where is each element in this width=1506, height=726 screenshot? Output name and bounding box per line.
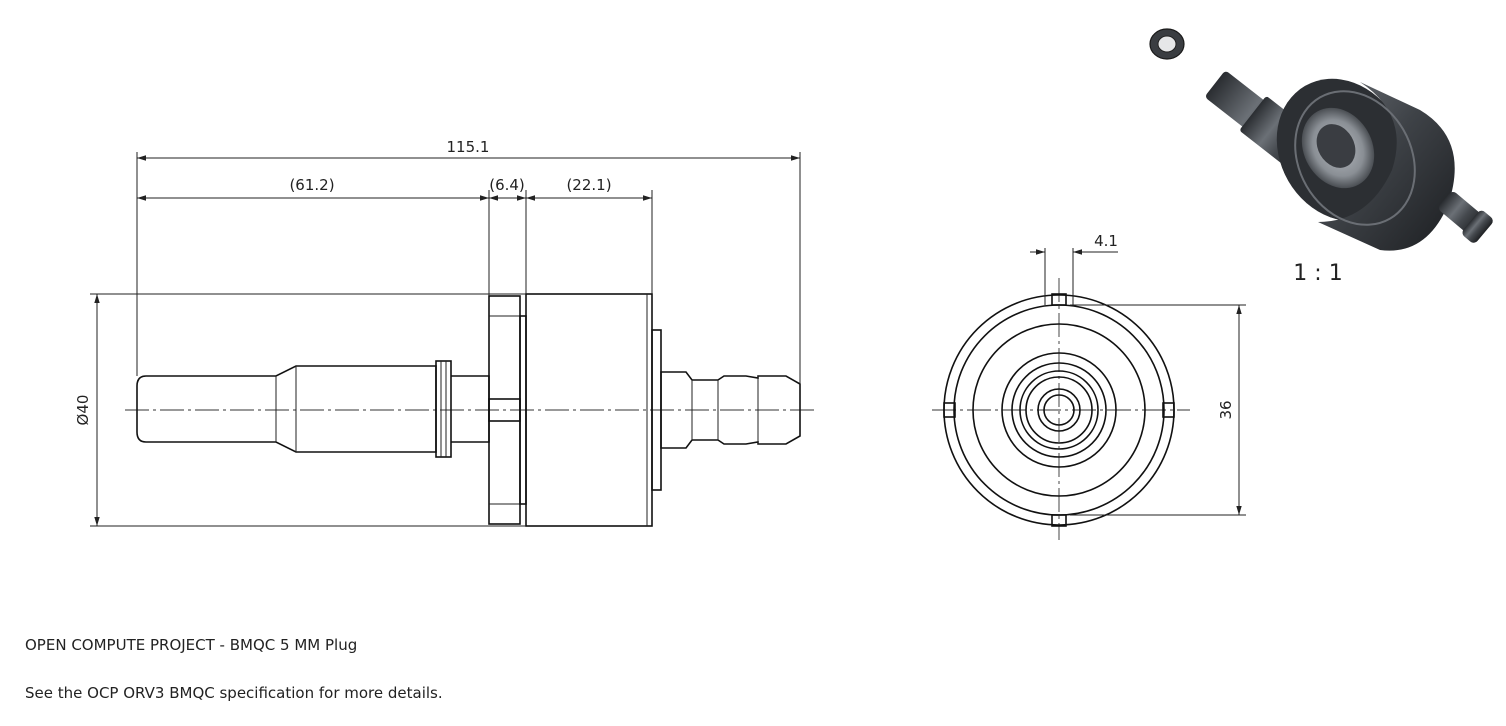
dim-key-width: 4.1 <box>1094 232 1118 250</box>
dim-segment-c: (22.1) <box>566 176 611 194</box>
barb-fitting <box>660 371 801 449</box>
iso-body-front <box>1294 90 1416 226</box>
bore-outer-circle <box>1037 388 1081 432</box>
dim-segment-b: (6.4) <box>489 176 525 194</box>
ring-circle-1 <box>1011 362 1107 458</box>
body-circle <box>972 323 1146 497</box>
title-note: OPEN COMPUTE PROJECT - BMQC 5 MM Plug <box>25 636 358 654</box>
cap-circle <box>1001 352 1117 468</box>
iso-barb-tip <box>1462 210 1493 243</box>
side-view: 115.1 (61.2) (6.4) (22.1) Ø40 <box>74 138 815 527</box>
scale-label: 1 : 1 <box>1293 261 1342 286</box>
dim-diameter: Ø40 <box>74 395 92 426</box>
ring-circle-3 <box>1025 376 1093 444</box>
pin-collar <box>451 375 490 443</box>
dim-segment-a: (61.2) <box>289 176 334 194</box>
key-bottom <box>1051 514 1067 527</box>
dim-inner-diameter: 36 <box>1217 400 1235 419</box>
ring-circle-2 <box>1019 370 1099 450</box>
key-left <box>943 402 956 418</box>
bore-inner-circle <box>1043 394 1075 426</box>
iso-ring-inner <box>1316 124 1356 168</box>
front-view: 4.1 36 <box>932 232 1246 540</box>
plug-pin <box>136 365 437 453</box>
key-right <box>1162 402 1175 418</box>
iso-body <box>1318 82 1455 251</box>
iso-view: 1 : 1 <box>1149 28 1493 286</box>
key-top <box>1051 293 1067 306</box>
spec-note: See the OCP ORV3 BMQC specification for … <box>25 684 443 702</box>
dim-overall-length: 115.1 <box>447 138 490 156</box>
pin-groove-ring <box>435 360 452 458</box>
iso-pin-bore <box>1157 35 1177 53</box>
